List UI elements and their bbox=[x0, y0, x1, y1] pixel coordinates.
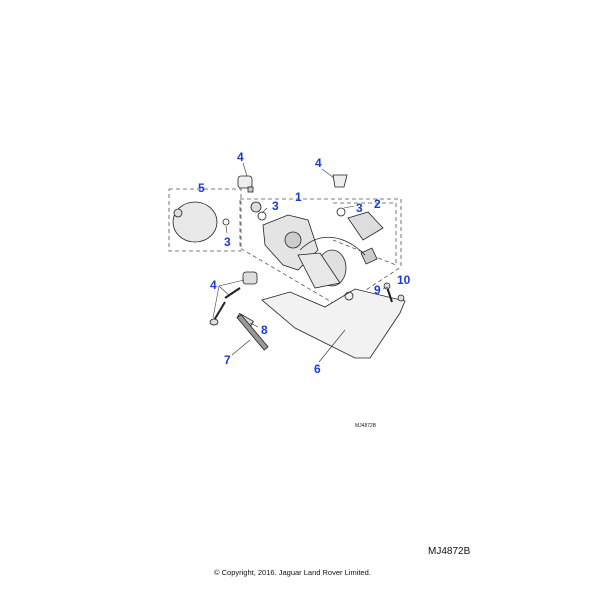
strap-part bbox=[236, 314, 269, 351]
cap-part bbox=[237, 175, 253, 189]
callout-3: 3 bbox=[272, 199, 279, 213]
mounting-bracket-part bbox=[261, 288, 406, 359]
sensor-group-box bbox=[332, 202, 397, 266]
group-boxes bbox=[168, 188, 402, 308]
o-ring-part bbox=[222, 218, 230, 226]
callout-3: 3 bbox=[356, 201, 363, 215]
callout-1: 1 bbox=[295, 190, 302, 204]
accumulator-group-box bbox=[168, 188, 242, 252]
callout-3: 3 bbox=[224, 235, 231, 249]
callout-2: 2 bbox=[374, 197, 381, 211]
bolt-part bbox=[383, 282, 391, 290]
diagram-reference-large: MJ4872B bbox=[428, 546, 471, 557]
callout-8: 8 bbox=[261, 323, 268, 337]
nut-part bbox=[397, 294, 405, 302]
cap-part bbox=[332, 174, 348, 188]
callout-4: 4 bbox=[315, 156, 322, 170]
callout-5: 5 bbox=[198, 181, 205, 195]
parts bbox=[172, 174, 406, 359]
copyright-notice: © Copyright, 2016. Jaguar Land Rover Lim… bbox=[214, 568, 371, 577]
pump-group-box bbox=[239, 198, 402, 308]
callout-4: 4 bbox=[210, 278, 217, 292]
callout-10: 10 bbox=[397, 273, 411, 287]
pressure-sensor-part bbox=[347, 211, 384, 241]
o-ring-part bbox=[257, 211, 267, 221]
callout-labels: 4 4 5 1 3 2 3 3 10 9 4 8 7 6 bbox=[198, 150, 411, 376]
o-ring-part bbox=[336, 207, 346, 217]
callout-7: 7 bbox=[224, 353, 231, 367]
callout-9: 9 bbox=[374, 283, 381, 297]
leader-lines bbox=[212, 162, 389, 363]
callout-4: 4 bbox=[237, 150, 244, 164]
bushing-part bbox=[242, 271, 258, 285]
callout-6: 6 bbox=[314, 362, 321, 376]
diagram-reference-small: MJ4872B bbox=[355, 423, 377, 429]
accumulator-part bbox=[172, 201, 218, 243]
